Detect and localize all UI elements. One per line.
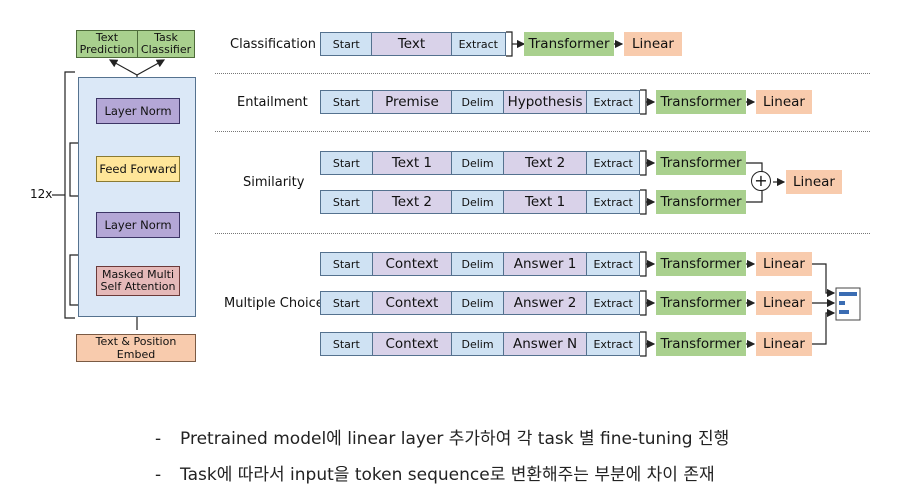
token-text: Text (372, 33, 452, 55)
similarity-sequence-1: Start Text 1 Delim Text 2 Extract (320, 151, 640, 175)
bullet-mark: - (155, 465, 162, 485)
repeat-label: 12x (30, 187, 53, 201)
token-start: Start (321, 333, 373, 355)
entailment-label: Entailment (237, 95, 308, 110)
classification-sequence: Start Text Extract (320, 32, 506, 56)
layer-norm-bottom: Layer Norm (96, 212, 180, 238)
token-start: Start (321, 33, 373, 55)
bullet-text-2: Task에 따라서 input을 token sequence로 변환해주는 부… (180, 465, 715, 485)
token-extract: Extract (587, 333, 639, 355)
token-answer-n: Answer N (503, 333, 588, 355)
token-delim: Delim (452, 91, 504, 113)
token-start: Start (321, 91, 373, 113)
entailment-transformer: Transformer (656, 90, 746, 114)
plus-icon: + (751, 171, 771, 191)
entailment-sequence: Start Premise Delim Hypothesis Extract (320, 90, 640, 114)
token-text-1: Text 1 (372, 152, 453, 174)
token-text-1: Text 1 (503, 191, 588, 213)
mc-linear-2: Linear (756, 291, 812, 315)
mc-transformer-2: Transformer (656, 291, 746, 315)
token-answer-1: Answer 1 (503, 253, 588, 275)
token-delim: Delim (452, 152, 504, 174)
feed-forward-box: Feed Forward (96, 156, 180, 182)
mc-sequence-3: Start Context Delim Answer N Extract (320, 332, 640, 356)
layer-norm-top: Layer Norm (96, 98, 180, 124)
token-extract: Extract (587, 253, 639, 275)
token-premise: Premise (372, 91, 453, 113)
divider (215, 73, 870, 74)
token-delim: Delim (452, 333, 504, 355)
entailment-linear: Linear (756, 90, 812, 114)
token-start: Start (321, 191, 373, 213)
mc-transformer-1: Transformer (656, 252, 746, 276)
divider (215, 233, 870, 234)
mc-linear-1: Linear (756, 252, 812, 276)
bullet-text-1: Pretrained model에 linear layer 추가하여 각 ta… (180, 429, 730, 449)
task-classifier-box: Task Classifier (137, 30, 195, 58)
token-start: Start (321, 253, 373, 275)
token-extract: Extract (451, 33, 505, 55)
mc-sequence-1: Start Context Delim Answer 1 Extract (320, 252, 640, 276)
token-text-2: Text 2 (372, 191, 453, 213)
token-start: Start (321, 292, 373, 314)
token-hypothesis: Hypothesis (503, 91, 588, 113)
token-delim: Delim (452, 253, 504, 275)
token-answer-2: Answer 2 (503, 292, 588, 314)
token-text-2: Text 2 (503, 152, 588, 174)
embed-box: Text & Position Embed (76, 334, 196, 362)
token-delim: Delim (452, 292, 504, 314)
token-extract: Extract (587, 91, 639, 113)
similarity-linear: Linear (786, 170, 842, 194)
token-extract: Extract (587, 191, 639, 213)
masked-attention-box: Masked Multi Self Attention (96, 266, 180, 296)
classification-transformer: Transformer (524, 32, 614, 56)
similarity-sequence-2: Start Text 2 Delim Text 1 Extract (320, 190, 640, 214)
mc-sequence-2: Start Context Delim Answer 2 Extract (320, 291, 640, 315)
bullet-2: -Task에 따라서 input을 token sequence로 변환해주는 … (155, 460, 715, 485)
token-extract: Extract (587, 152, 639, 174)
token-delim: Delim (452, 191, 504, 213)
token-extract: Extract (587, 292, 639, 314)
divider (215, 131, 870, 132)
softmax-bars-icon (835, 287, 861, 321)
classification-label: Classification (230, 37, 317, 52)
text-prediction-box: Text Prediction (76, 30, 138, 58)
bullet-1: -Pretrained model에 linear layer 추가하여 각 t… (155, 424, 729, 449)
similarity-transformer-2: Transformer (656, 190, 746, 214)
mc-transformer-3: Transformer (656, 332, 746, 356)
token-start: Start (321, 152, 373, 174)
similarity-label: Similarity (243, 175, 305, 190)
token-context: Context (372, 253, 453, 275)
mc-linear-3: Linear (756, 332, 812, 356)
similarity-transformer-1: Transformer (656, 151, 746, 175)
bullet-mark: - (155, 429, 162, 449)
multiple-choice-label: Multiple Choice (224, 296, 324, 311)
classification-linear: Linear (624, 32, 682, 56)
token-context: Context (372, 292, 453, 314)
token-context: Context (372, 333, 453, 355)
